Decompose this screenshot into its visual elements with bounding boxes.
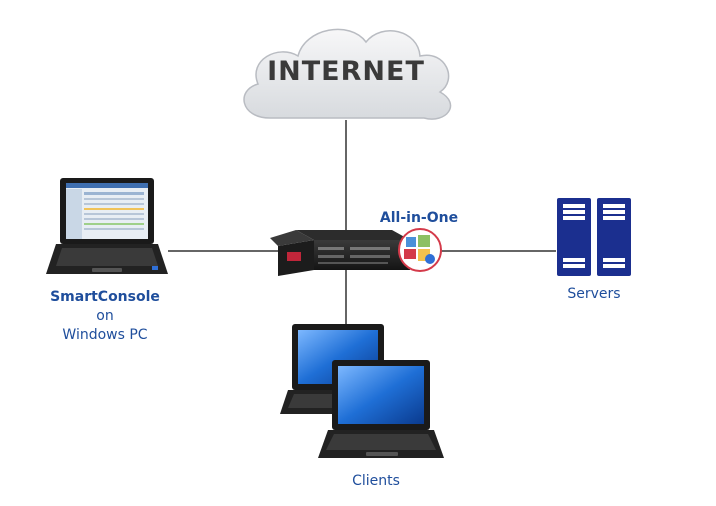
all-in-one-label: All-in-One [379, 210, 459, 226]
client-laptop-front-icon [318, 360, 444, 458]
all-in-one-appliance-icon [270, 230, 410, 276]
smartconsole-laptop-icon [46, 178, 168, 274]
internet-label: INTERNET [267, 56, 425, 87]
smartconsole-on-label: on [96, 308, 114, 324]
connection-lines [168, 120, 556, 325]
security-blades-icon [398, 228, 442, 272]
windows-pc-label: Windows PC [62, 327, 148, 343]
internet-cloud-icon [243, 28, 452, 120]
servers-label: Servers [567, 286, 621, 302]
clients-label: Clients [352, 473, 400, 489]
servers-icon [557, 198, 631, 276]
smartconsole-label: SmartConsole [50, 289, 160, 305]
